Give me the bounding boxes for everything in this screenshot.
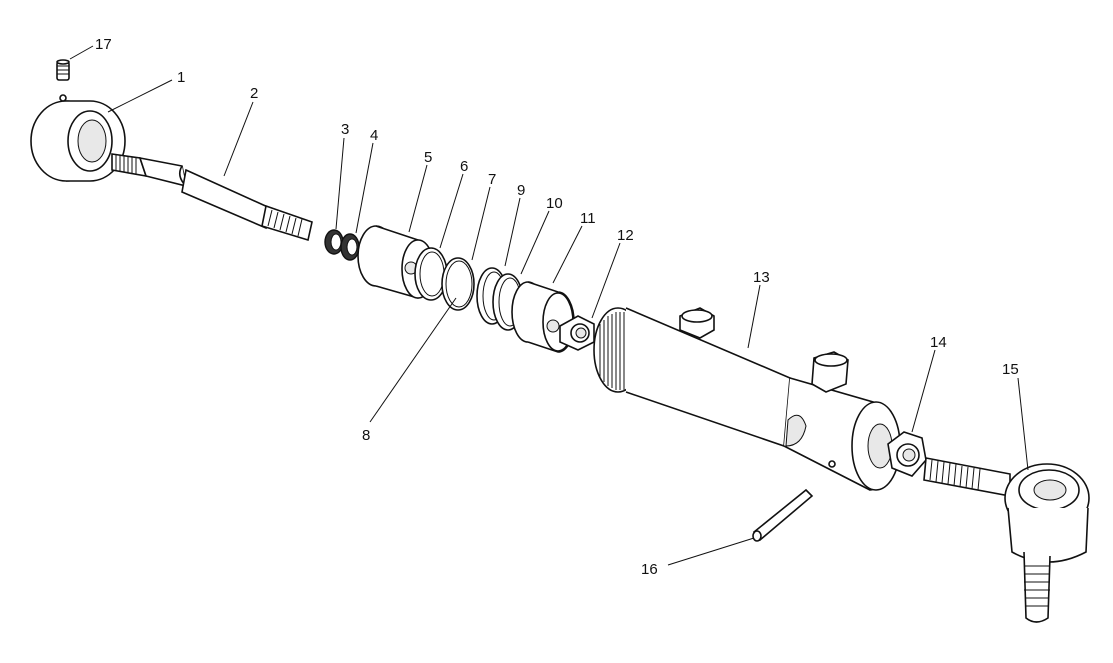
part-16-pin bbox=[752, 488, 814, 542]
part-12-piston-nut bbox=[559, 315, 595, 351]
part-14-lock-nut bbox=[887, 431, 927, 477]
leader-lines bbox=[69, 45, 1029, 566]
leader-7 bbox=[471, 186, 491, 261]
part-13-cylinder-body bbox=[593, 307, 901, 491]
leader-3 bbox=[335, 137, 345, 230]
part-1-clamp-ring bbox=[30, 94, 126, 182]
callout-10: 10 bbox=[546, 195, 563, 212]
callout-2: 2 bbox=[250, 85, 258, 102]
callout-11: 11 bbox=[580, 210, 596, 227]
part-2-piston-rod bbox=[111, 153, 313, 242]
leader-12 bbox=[591, 242, 621, 319]
part-11-piston bbox=[511, 281, 575, 353]
callout-7: 7 bbox=[488, 171, 496, 188]
callout-15: 15 bbox=[1002, 361, 1019, 378]
callout-3: 3 bbox=[341, 121, 349, 138]
part-3-seal bbox=[324, 229, 344, 255]
leader-1 bbox=[107, 79, 173, 113]
part-4-washer bbox=[340, 233, 360, 261]
callout-1: 1 bbox=[177, 69, 185, 86]
leader-5 bbox=[408, 164, 428, 233]
callout-8: 8 bbox=[362, 427, 370, 444]
callout-labels: 17 1 2 3 4 5 6 7 8 9 10 11 12 13 14 15 1… bbox=[95, 36, 1019, 578]
callout-17: 17 bbox=[95, 36, 112, 53]
part-6-o-ring bbox=[414, 247, 448, 301]
callout-12: 12 bbox=[617, 227, 634, 244]
leader-9 bbox=[504, 197, 521, 267]
leader-15 bbox=[1017, 377, 1029, 471]
part-7-backup-ring bbox=[441, 257, 475, 311]
leader-16 bbox=[667, 537, 755, 566]
part-15-ball-joint bbox=[923, 457, 1090, 623]
callout-9: 9 bbox=[517, 182, 525, 199]
leader-11 bbox=[552, 225, 583, 284]
callout-16: 16 bbox=[641, 561, 658, 578]
leader-6 bbox=[439, 173, 464, 249]
callout-14: 14 bbox=[930, 334, 947, 351]
leader-10 bbox=[520, 210, 550, 275]
leader-13 bbox=[747, 284, 761, 349]
leader-2 bbox=[223, 101, 254, 177]
part-17-grub-screw bbox=[56, 59, 70, 81]
callout-5: 5 bbox=[424, 149, 432, 166]
leader-17 bbox=[69, 45, 94, 60]
callout-13: 13 bbox=[753, 269, 770, 286]
callout-6: 6 bbox=[460, 158, 468, 175]
leader-14 bbox=[911, 349, 936, 433]
leader-8 bbox=[369, 297, 457, 423]
leader-4 bbox=[355, 142, 374, 234]
callout-4: 4 bbox=[370, 127, 378, 144]
